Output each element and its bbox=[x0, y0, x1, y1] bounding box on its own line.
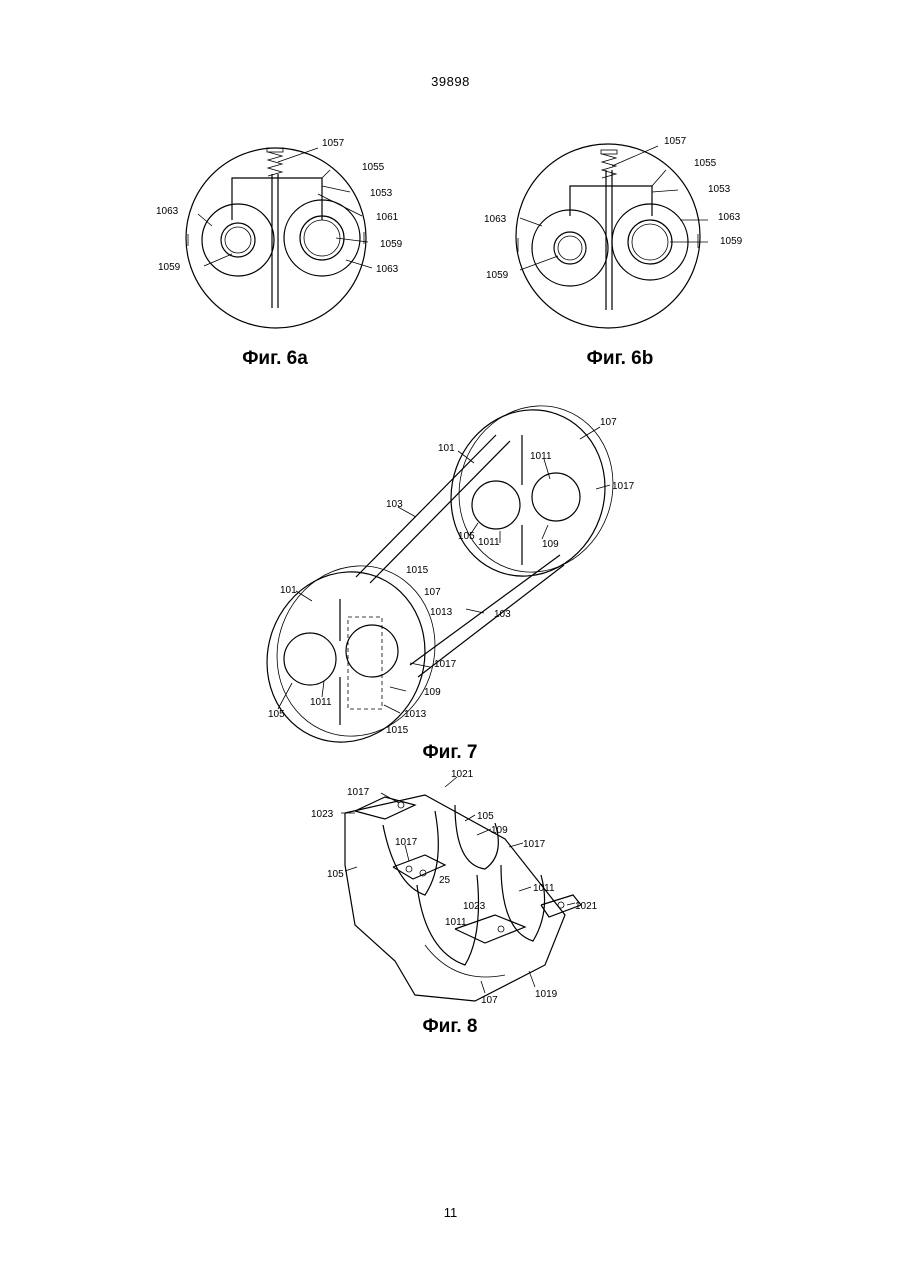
label-101: 101 bbox=[280, 585, 297, 596]
label-1063-right: 1063 bbox=[718, 212, 741, 223]
label-1013: 1013 bbox=[430, 607, 453, 618]
page-number: 11 bbox=[0, 1205, 901, 1220]
figure-7-caption: Фиг. 7 bbox=[395, 742, 505, 764]
label-109: 109 bbox=[542, 539, 559, 550]
label-1017: 1017 bbox=[395, 837, 418, 848]
label-107: 107 bbox=[600, 417, 617, 428]
label-1061: 1061 bbox=[376, 212, 399, 223]
figure-8-drawing: 1021 1017 1023 105 109 1017 1017 105 25 … bbox=[305, 765, 610, 1015]
label-103: 103 bbox=[386, 499, 403, 510]
label-1063-right: 1063 bbox=[376, 264, 399, 275]
label-1023: 1023 bbox=[311, 809, 334, 820]
label-109: 109 bbox=[491, 825, 508, 836]
label-25: 25 bbox=[439, 875, 451, 886]
label-103: 103 bbox=[494, 609, 511, 620]
label-1023: 1023 bbox=[463, 901, 486, 912]
label-107: 107 bbox=[481, 995, 498, 1006]
document-number: 39898 bbox=[0, 74, 901, 89]
label-1063-left: 1063 bbox=[484, 214, 507, 225]
label-109: 109 bbox=[424, 687, 441, 698]
figure-7-drawing: 107 101 1011 1017 103 105 1011 109 1015 … bbox=[260, 405, 660, 740]
label-101: 101 bbox=[438, 443, 455, 454]
label-105: 105 bbox=[477, 811, 494, 822]
label-1059-right: 1059 bbox=[380, 239, 403, 250]
figure-6b-caption: Фиг. 6b bbox=[565, 348, 675, 370]
label-1059-left: 1059 bbox=[486, 270, 509, 281]
figure-6a-caption: Фиг. 6a bbox=[220, 348, 330, 370]
label-1015: 1015 bbox=[386, 725, 409, 736]
figure-8-caption: Фиг. 8 bbox=[395, 1016, 505, 1038]
figure-6a-drawing: 1057 1055 1053 1061 1063 1059 1059 1063 bbox=[150, 130, 430, 350]
label-1011: 1011 bbox=[533, 883, 555, 894]
label-107: 107 bbox=[424, 587, 441, 598]
label-1015: 1015 bbox=[406, 565, 429, 576]
label-1059-right: 1059 bbox=[720, 236, 743, 247]
label-1063-left: 1063 bbox=[156, 206, 179, 217]
label-1017: 1017 bbox=[523, 839, 546, 850]
label-105: 105 bbox=[268, 709, 285, 720]
label-1017: 1017 bbox=[612, 481, 635, 492]
label-1055: 1055 bbox=[694, 158, 717, 169]
label-1011: 1011 bbox=[445, 917, 467, 928]
label-1057: 1057 bbox=[664, 136, 687, 147]
label-1055: 1055 bbox=[362, 162, 385, 173]
label-1021: 1021 bbox=[575, 901, 598, 912]
label-1017: 1017 bbox=[347, 787, 370, 798]
label-1017: 1017 bbox=[434, 659, 457, 670]
figure-6b-drawing: 1057 1055 1053 1063 1063 1059 1059 bbox=[480, 130, 760, 350]
label-1053: 1053 bbox=[370, 188, 393, 199]
label-1011: 1011 bbox=[310, 697, 332, 708]
label-105: 105 bbox=[458, 531, 475, 542]
label-1057: 1057 bbox=[322, 138, 345, 149]
label-1011: 1011 bbox=[478, 537, 500, 548]
label-1021: 1021 bbox=[451, 769, 474, 780]
label-1053: 1053 bbox=[708, 184, 731, 195]
label-1019: 1019 bbox=[535, 989, 558, 1000]
label-1013: 1013 bbox=[404, 709, 427, 720]
label-1011: 1011 bbox=[530, 451, 552, 462]
label-105: 105 bbox=[327, 869, 344, 880]
label-1059-left: 1059 bbox=[158, 262, 181, 273]
